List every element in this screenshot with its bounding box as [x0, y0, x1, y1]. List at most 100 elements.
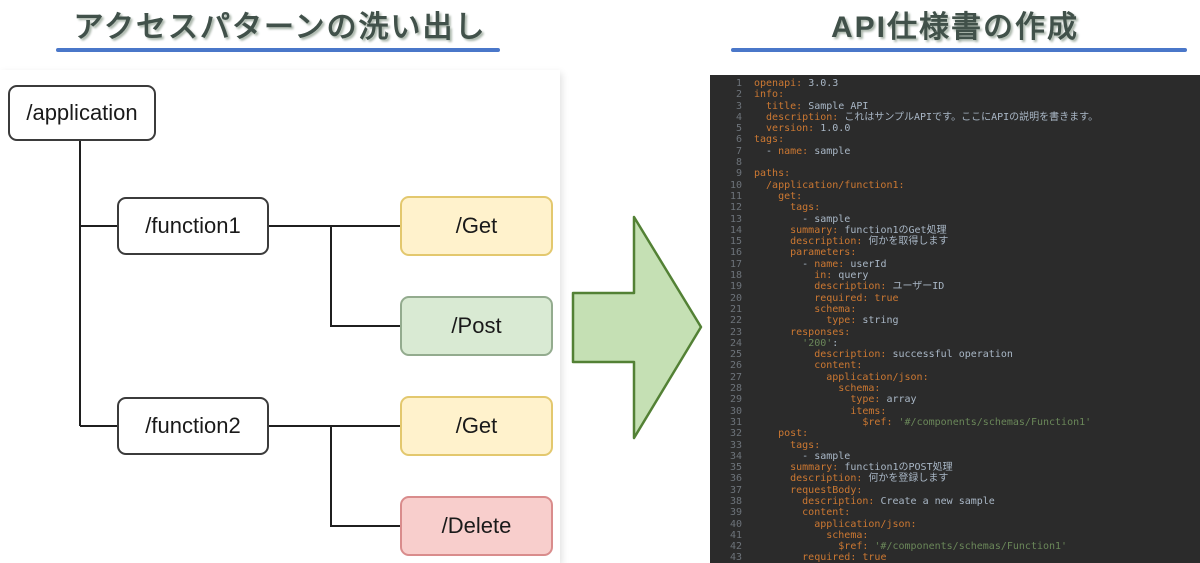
- line-number: 35: [729, 462, 742, 474]
- code-line: 14 summary: function1のGet処理: [718, 225, 1200, 236]
- line-text: content:: [754, 360, 863, 372]
- line-number: 17: [729, 258, 742, 270]
- code-line: 16 parameters:: [718, 247, 1200, 258]
- line-text: $ref: '#/components/schemas/Function1': [754, 416, 1092, 428]
- line-number: 26: [729, 360, 742, 372]
- line-number: 38: [729, 495, 742, 507]
- code-line: 8: [718, 157, 1200, 168]
- code-line: 31 $ref: '#/components/schemas/Function1…: [718, 417, 1200, 428]
- line-text: schema:: [754, 529, 869, 541]
- code-line: 39 content:: [718, 507, 1200, 518]
- line-number: 31: [729, 416, 742, 428]
- line-number: 5: [735, 123, 742, 135]
- line-number: 22: [729, 315, 742, 327]
- line-text: version: 1.0.0: [754, 123, 851, 135]
- left-title-underline: [56, 48, 500, 52]
- line-text: application/json:: [754, 518, 917, 530]
- line-number: 4: [735, 111, 742, 123]
- line-number: 14: [729, 224, 742, 236]
- node-post-function1: /Post: [400, 296, 553, 356]
- line-number: 15: [729, 236, 742, 248]
- node-function1: /function1: [117, 197, 269, 255]
- line-number: 25: [729, 349, 742, 361]
- line-number: 6: [735, 134, 742, 146]
- line-number: 28: [729, 383, 742, 395]
- line-text: description: 何かを取得します: [754, 236, 949, 248]
- line-text: tags:: [754, 202, 821, 214]
- line-text: schema:: [754, 303, 857, 315]
- line-text: info:: [754, 89, 785, 101]
- code-line: 13 - sample: [718, 214, 1200, 225]
- code-line: 32 post:: [718, 428, 1200, 439]
- node-function2: /function2: [117, 397, 269, 455]
- line-number: 19: [729, 281, 742, 293]
- node-application: /application: [8, 85, 156, 141]
- code-line: 23 responses:: [718, 327, 1200, 338]
- code-line: 7 - name: sample: [718, 146, 1200, 157]
- code-line: 28 schema:: [718, 383, 1200, 394]
- line-text: application/json:: [754, 371, 929, 383]
- line-number: 13: [729, 213, 742, 225]
- line-text: tags:: [754, 439, 821, 451]
- line-text: - name: sample: [754, 145, 851, 157]
- code-line: 10 /application/function1:: [718, 180, 1200, 191]
- line-text: - sample: [754, 450, 851, 462]
- code-line: 4 description: これはサンプルAPIです。ここにAPIの説明を書き…: [718, 112, 1200, 123]
- line-number: 3: [735, 100, 742, 112]
- line-text: in: query: [754, 270, 869, 282]
- line-text: summary: function1のPOST処理: [754, 462, 953, 474]
- code-line: 5 version: 1.0.0: [718, 123, 1200, 134]
- transform-arrow-icon: [571, 215, 703, 440]
- code-line: 21 schema:: [718, 304, 1200, 315]
- line-number: 36: [729, 473, 742, 485]
- line-number: 41: [729, 529, 742, 541]
- right-section-title: API仕様書の作成: [830, 11, 1079, 44]
- code-line: 20 required: true: [718, 293, 1200, 304]
- line-number: 10: [729, 179, 742, 191]
- line-text: description: ユーザーID: [754, 281, 945, 293]
- line-text: description: successful operation: [754, 349, 1013, 361]
- line-number: 29: [729, 394, 742, 406]
- node-get-function2: /Get: [400, 396, 553, 456]
- code-line: 43 required: true: [718, 552, 1200, 563]
- line-number: 34: [729, 450, 742, 462]
- line-number: 7: [735, 145, 742, 157]
- code-line: 22 type: string: [718, 315, 1200, 326]
- line-number: 21: [729, 303, 742, 315]
- code-line: 15 description: 何かを取得します: [718, 236, 1200, 247]
- line-number: 27: [729, 371, 742, 383]
- line-number: 42: [729, 541, 742, 553]
- line-text: paths:: [754, 168, 791, 180]
- code-line: 37 requestBody:: [718, 485, 1200, 496]
- code-line: 33 tags:: [718, 440, 1200, 451]
- right-title-underline: [731, 48, 1187, 52]
- left-section-title: アクセスパターンの洗い出し: [73, 11, 487, 44]
- line-text: $ref: '#/components/schemas/Function1': [754, 541, 1068, 553]
- line-text: post:: [754, 428, 809, 440]
- line-text: '200':: [802, 337, 839, 349]
- line-number: 30: [729, 405, 742, 417]
- line-text: description: 何かを登録します: [754, 473, 949, 485]
- line-number: 12: [729, 202, 742, 214]
- line-number: 8: [735, 157, 742, 169]
- line-text: tags:: [754, 134, 785, 146]
- line-text: items:: [754, 405, 887, 417]
- code-line: 25 description: successful operation: [718, 349, 1200, 360]
- line-number: 24: [729, 337, 742, 349]
- code-line: 34 - sample: [718, 451, 1200, 462]
- line-text: - sample: [754, 213, 851, 225]
- line-number: 20: [729, 292, 742, 304]
- line-text: content:: [754, 507, 851, 519]
- line-number: 18: [729, 270, 742, 282]
- line-number: 37: [729, 484, 742, 496]
- line-text: - name: userId: [754, 258, 887, 270]
- line-number: 40: [729, 518, 742, 530]
- code-line: 26 content:: [718, 360, 1200, 371]
- node-delete-function2: /Delete: [400, 496, 553, 556]
- connector-lines: [79, 141, 400, 527]
